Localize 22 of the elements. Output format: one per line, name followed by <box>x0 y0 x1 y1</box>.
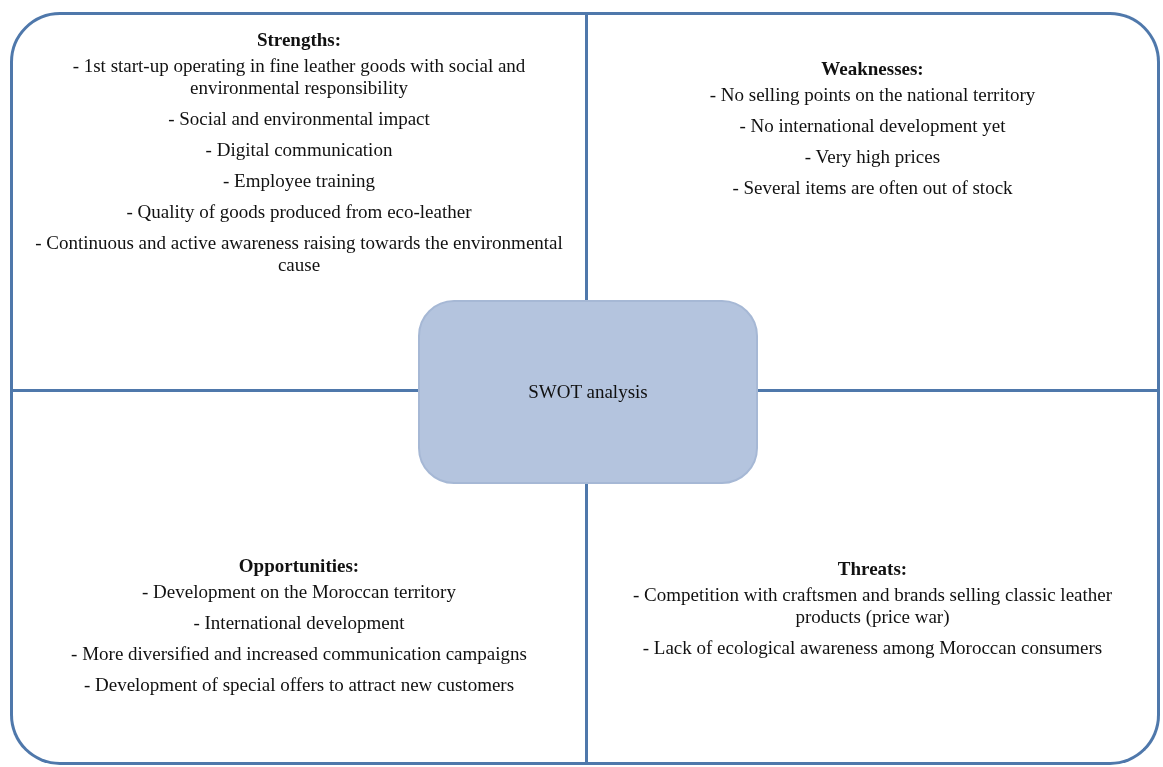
center-box <box>418 300 758 484</box>
bullet-item: - Very high prices <box>804 146 941 168</box>
bullet-item: - Quality of goods produced from eco-leather <box>126 201 472 223</box>
quadrant-heading: Weaknesses: <box>821 58 924 80</box>
bullet-item: - More diversified and increased communication campaigns <box>71 643 527 665</box>
bullet-item: - 1st start-up operating in fine leather goods with social and environmental responsibility <box>71 55 527 99</box>
bullet-item: - Development on the Moroccan territory <box>142 581 456 603</box>
center-title: SWOT analysis <box>528 381 648 403</box>
bullet-item: - Development of special offers to attract new customers <box>83 674 515 696</box>
bullet-item: - Digital communication <box>205 139 393 161</box>
bullet-item: - No international development yet <box>739 115 1006 137</box>
bullet-item: - Continuous and active awareness raising towards the environmental cause <box>34 232 564 276</box>
bullet-item: - Several items are often out of stock <box>732 177 1013 199</box>
quadrant-heading: Strengths: <box>256 29 342 51</box>
bullet-item: - Employee training <box>223 170 375 192</box>
bullet-item: - Lack of ecological awareness among Moroccan consumers <box>642 637 1103 659</box>
quadrant-heading: Opportunities: <box>238 555 360 577</box>
bullet-item: - International development <box>193 612 405 634</box>
bullet-item: - Competition with craftsmen and brands selling classic leather products (price war) <box>631 584 1114 628</box>
bullet-item: - Social and environmental impact <box>168 108 430 130</box>
bullet-item: - No selling points on the national territory <box>709 84 1036 106</box>
quadrant-heading: Threats: <box>837 558 908 580</box>
